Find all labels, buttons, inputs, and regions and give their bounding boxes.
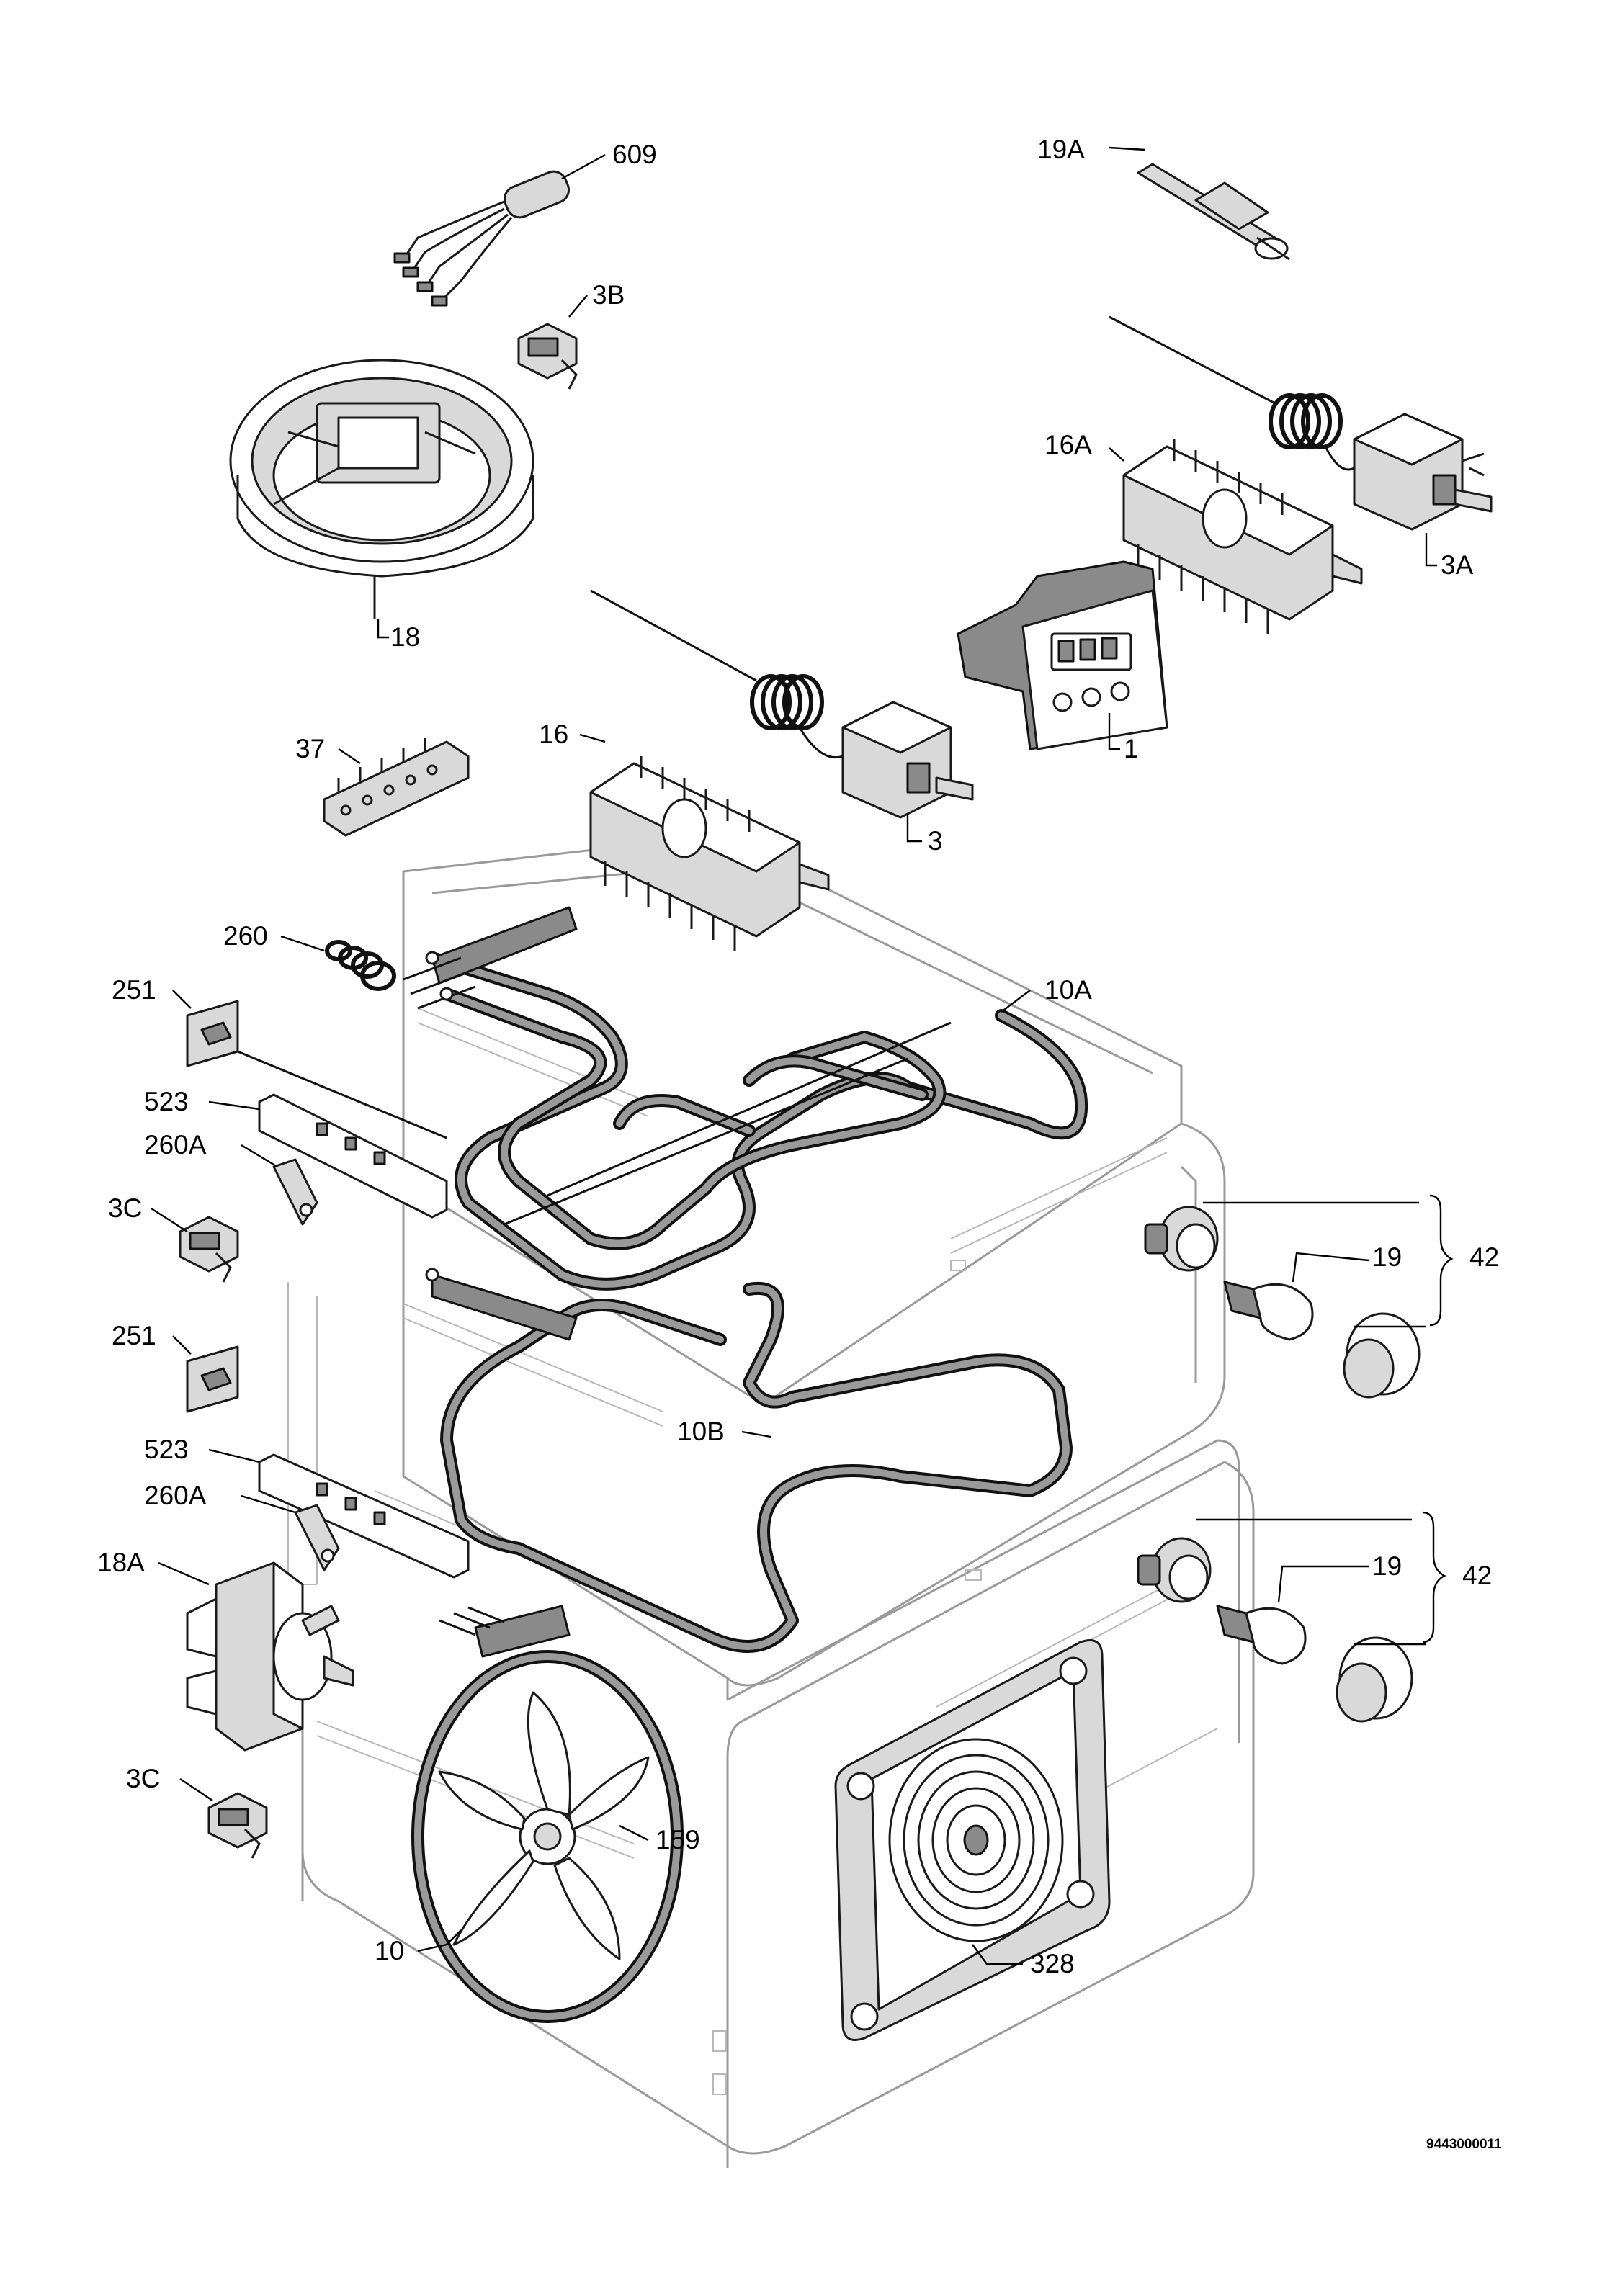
callout-labels: 609 19A 3B 18 16A 3A 1 37 16 3 260 251 1… bbox=[97, 135, 1502, 2152]
label-3a: 3A bbox=[1441, 550, 1474, 580]
label-18: 18 bbox=[390, 622, 420, 652]
part-260a-clip-top bbox=[272, 1158, 318, 1226]
part-10b-heating-element bbox=[425, 1268, 1073, 1653]
label-609: 609 bbox=[612, 140, 657, 169]
label-42-bottom: 42 bbox=[1462, 1561, 1492, 1590]
fan-guard-rings bbox=[888, 1738, 1064, 1942]
part-328-fan-cover bbox=[834, 1639, 1111, 2041]
part-3c-thermostat-bottom bbox=[207, 1792, 268, 1859]
label-18a: 18A bbox=[97, 1548, 145, 1577]
label-523-bottom: 523 bbox=[144, 1435, 189, 1464]
lamp-bulb-19-bottom bbox=[1216, 1605, 1307, 1665]
label-1: 1 bbox=[1124, 734, 1139, 763]
part-42-lamp-assembly-top bbox=[1144, 1206, 1421, 1399]
part-523-bracket-bottom bbox=[258, 1453, 470, 1579]
label-260a-top: 260A bbox=[144, 1130, 207, 1160]
lamp-holder-top bbox=[1144, 1206, 1219, 1272]
part-251-switch-bottom bbox=[186, 1345, 239, 1413]
part-19a-temperature-probe bbox=[1137, 163, 1290, 261]
lamp-cover-bottom bbox=[1336, 1636, 1413, 1723]
part-3b-safety-thermostat bbox=[517, 323, 578, 390]
part-42-lamp-assembly-bottom bbox=[1137, 1537, 1413, 1723]
part-16a-selector-switch bbox=[1122, 439, 1363, 634]
label-19-bottom: 19 bbox=[1372, 1551, 1402, 1581]
label-16: 16 bbox=[539, 719, 568, 749]
label-251-top: 251 bbox=[112, 975, 156, 1005]
label-42-top: 42 bbox=[1469, 1242, 1499, 1272]
label-523-top: 523 bbox=[144, 1087, 189, 1116]
label-16a: 16A bbox=[1044, 430, 1092, 459]
part-1-electronic-timer bbox=[957, 560, 1168, 750]
label-260: 260 bbox=[223, 921, 268, 951]
part-159-fan-blade bbox=[438, 1691, 650, 1960]
label-10b: 10B bbox=[677, 1417, 725, 1446]
label-251-bottom: 251 bbox=[112, 1321, 156, 1350]
drawing-code: 9443000011 bbox=[1426, 2137, 1502, 2152]
leader-lines bbox=[151, 146, 1454, 1965]
part-37-terminal-block bbox=[323, 738, 470, 837]
label-3c-bottom: 3C bbox=[126, 1764, 160, 1793]
label-3c-top: 3C bbox=[108, 1193, 142, 1223]
part-260-spring bbox=[325, 940, 396, 991]
label-3: 3 bbox=[928, 826, 943, 856]
lamp-bulb-19-top bbox=[1223, 1281, 1314, 1341]
part-18a-fan-motor bbox=[186, 1561, 354, 1752]
part-18-cooling-fan-motor bbox=[229, 359, 534, 619]
label-328: 328 bbox=[1030, 1949, 1075, 1978]
lamp-cover-top bbox=[1343, 1312, 1421, 1399]
part-609-wiring-harness bbox=[393, 170, 571, 307]
label-37: 37 bbox=[295, 734, 325, 763]
label-19-top: 19 bbox=[1372, 1242, 1402, 1272]
part-3c-thermostat-top bbox=[179, 1216, 239, 1283]
label-10a: 10A bbox=[1044, 975, 1092, 1005]
timer-digits bbox=[1057, 637, 1118, 663]
label-159: 159 bbox=[656, 1825, 700, 1855]
lamp-holder-bottom bbox=[1137, 1537, 1212, 1603]
part-260a-clip-bottom bbox=[294, 1504, 340, 1571]
part-3a-thermostat bbox=[1109, 315, 1493, 531]
part-16-selector-switch bbox=[589, 756, 830, 951]
label-3b: 3B bbox=[592, 280, 625, 310]
part-523-bracket-top bbox=[258, 1093, 448, 1219]
label-19a: 19A bbox=[1037, 135, 1085, 164]
part-251-switch-top bbox=[186, 1000, 447, 1139]
label-10: 10 bbox=[375, 1936, 404, 1965]
label-260a-bottom: 260A bbox=[144, 1481, 207, 1510]
part-10a-grill-element bbox=[403, 906, 1088, 1291]
part-3-thermostat bbox=[590, 589, 974, 819]
part-10-circular-element bbox=[411, 1605, 684, 2023]
